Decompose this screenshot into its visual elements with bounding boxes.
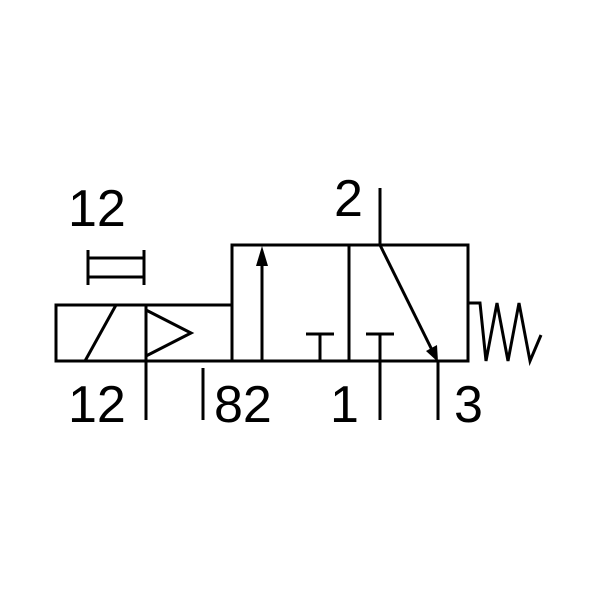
- pilot-housing: [146, 303, 232, 363]
- supply-port-label: 1: [330, 376, 359, 434]
- exhaust-flow-arrow-icon: [378, 244, 438, 362]
- return-spring-icon: [468, 301, 543, 367]
- blocked-port-right: [366, 332, 394, 361]
- blocked-port-left: [306, 332, 334, 361]
- aux-port-label: 82: [214, 376, 272, 434]
- pilot-bottom-label: 12: [68, 376, 126, 434]
- exhaust-port-label: 3: [454, 376, 483, 434]
- solenoid-icon: [54, 303, 148, 363]
- pilot-top-label: 12: [68, 180, 126, 238]
- manual-override-icon: [86, 250, 146, 285]
- pilot-triangle-icon: [145, 308, 195, 358]
- flow-arrow-icon: [256, 246, 268, 361]
- output-port-label: 2: [334, 170, 363, 228]
- valve-body: [230, 243, 470, 363]
